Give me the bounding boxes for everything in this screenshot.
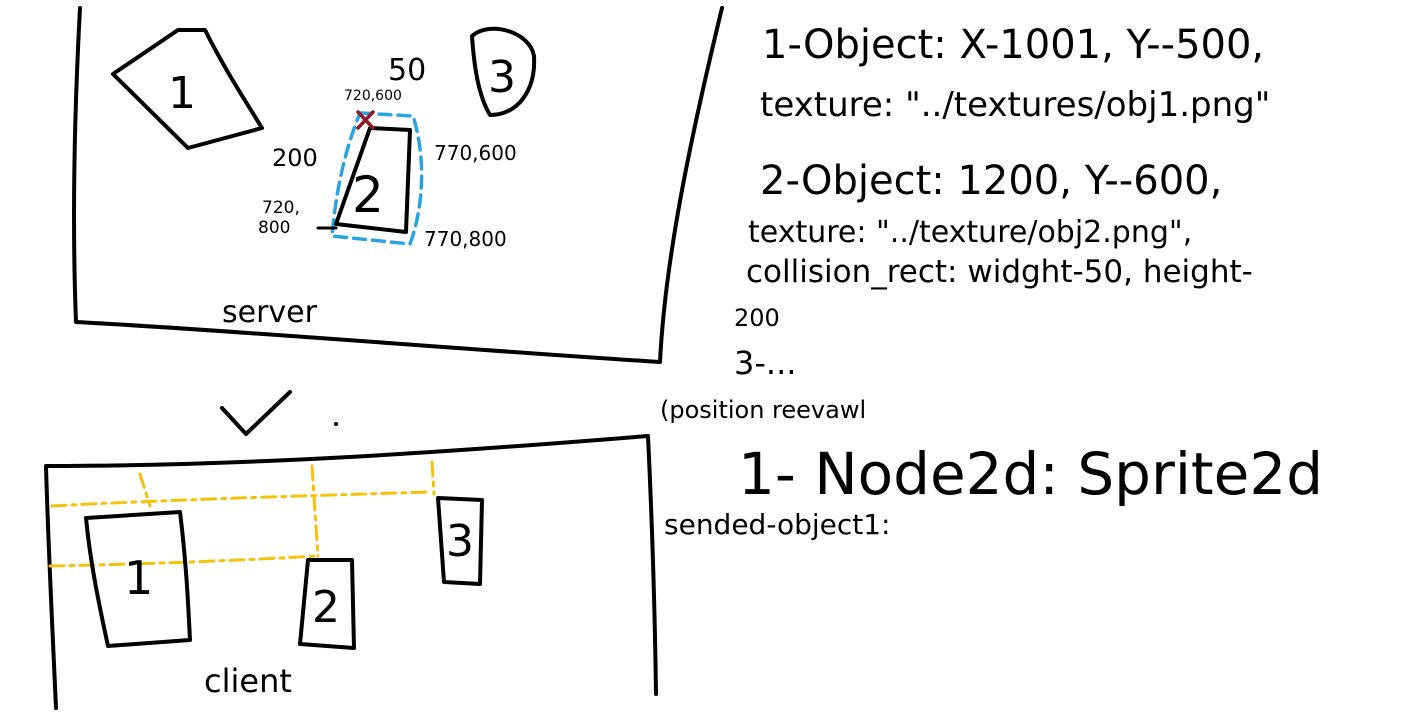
client-object-2-label: 2 xyxy=(312,582,340,633)
notes: 1-Object: X-1001, Y--500, texture: "../t… xyxy=(660,22,1323,541)
note-line-9: 1- Node2d: Sprite2d xyxy=(738,440,1323,508)
client-frame xyxy=(44,434,658,710)
server-object-2-collision-rect xyxy=(330,111,424,246)
server-object-3-shape xyxy=(470,26,537,117)
down-arrow-icon xyxy=(220,390,338,436)
note-line-5: collision_rect: widght-50, height- xyxy=(746,254,1253,290)
client-object-1-shape xyxy=(84,510,192,648)
client-object-3-shape xyxy=(436,496,484,586)
server-object-2-label: 2 xyxy=(352,166,384,224)
origin-marker-icon xyxy=(356,110,375,130)
note-line-3: 2-Object: 1200, Y--600, xyxy=(760,158,1222,204)
note-line-10: sended-object1: xyxy=(664,508,891,541)
bottom-left-coordinate-line1: 720, xyxy=(262,198,300,218)
client-grid xyxy=(48,460,436,568)
note-line-7: 3-... xyxy=(734,344,796,382)
client-panel: 1 2 3 client xyxy=(44,434,658,710)
client-object-3-label: 3 xyxy=(446,516,474,567)
server-object-1-label: 1 xyxy=(168,68,196,119)
server-frame xyxy=(71,6,724,364)
height-annotation: 200 xyxy=(272,144,318,172)
top-right-coordinate: 770,600 xyxy=(434,141,517,165)
width-annotation: 50 xyxy=(388,53,426,88)
server-object-1-shape xyxy=(111,28,264,150)
note-line-2: texture: "../textures/obj1.png" xyxy=(760,85,1270,125)
server-object-3-label: 3 xyxy=(488,52,516,103)
top-left-coordinate: 720,600 xyxy=(344,88,402,104)
note-line-1: 1-Object: X-1001, Y--500, xyxy=(762,22,1264,68)
note-line-6: 200 xyxy=(734,304,780,332)
client-label: client xyxy=(204,662,292,700)
client-object-1-label: 1 xyxy=(124,551,153,605)
note-line-8: (position reevawl xyxy=(660,396,866,424)
server-label: server xyxy=(222,295,318,330)
server-object-2-shape xyxy=(334,126,412,234)
client-object-2-shape xyxy=(298,558,356,650)
note-line-4: texture: "../texture/obj2.png", xyxy=(748,215,1192,250)
bottom-left-coordinate-line2: 800 xyxy=(258,218,290,238)
bottom-right-coordinate: 770,800 xyxy=(424,227,507,251)
server-panel: 1 2 3 50 200 720,600 770,600 720, 800 77… xyxy=(71,6,724,364)
